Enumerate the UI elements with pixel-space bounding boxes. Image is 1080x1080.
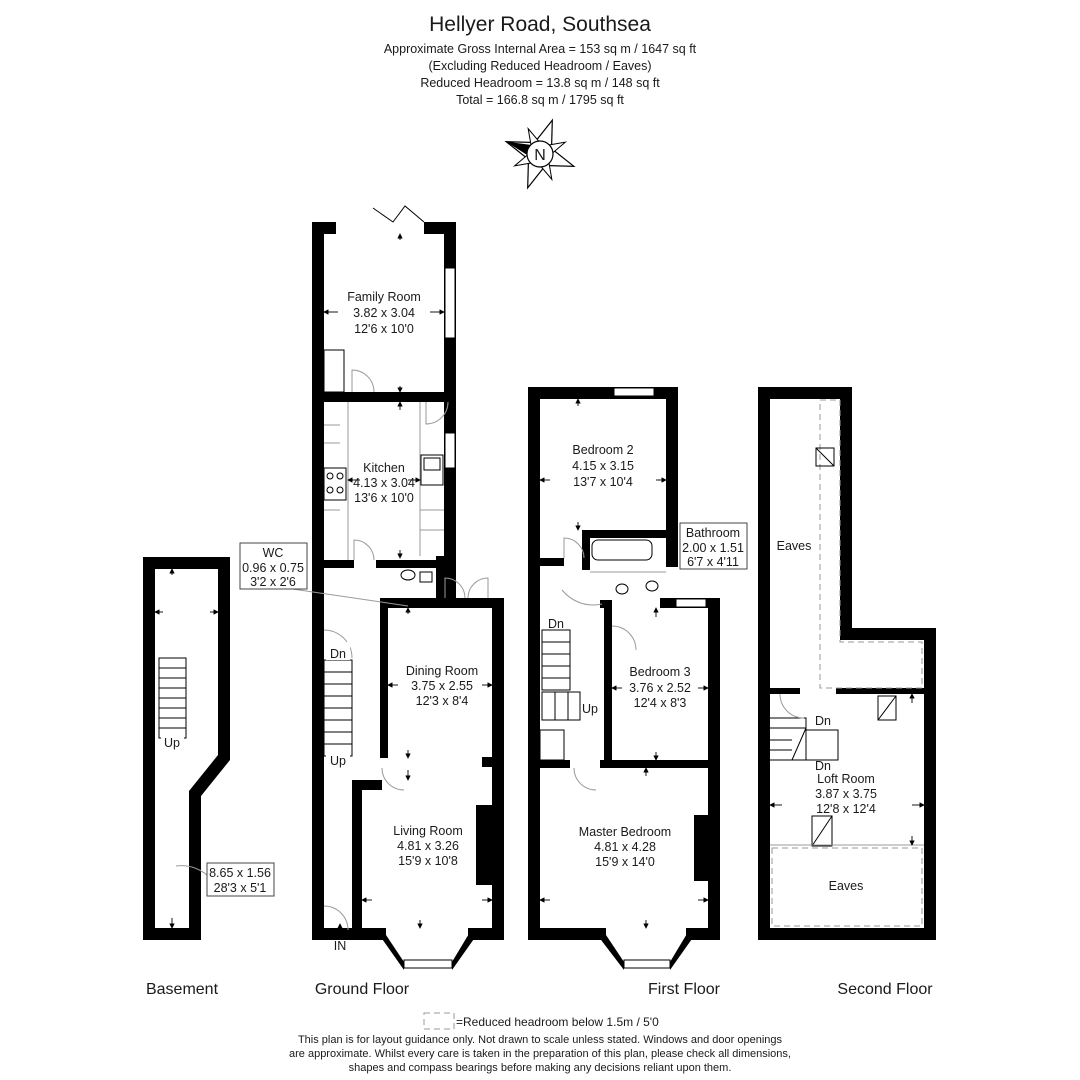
first-dn-label: Dn <box>548 617 564 631</box>
family-room-metric: 3.82 x 3.04 <box>353 306 415 320</box>
basement-dimension-metric: 8.65 x 1.56 <box>209 866 271 880</box>
master-bedroom-metric: 4.81 x 4.28 <box>594 840 656 854</box>
bedroom-2-name: Bedroom 2 <box>572 443 633 457</box>
living-room-metric: 4.81 x 3.26 <box>397 839 459 853</box>
kitchen-name: Kitchen <box>363 461 405 475</box>
living-room-name: Living Room <box>393 824 462 838</box>
second-stairs <box>770 717 839 761</box>
ground-stairs <box>323 642 353 768</box>
floor-label-basement: Basement <box>146 981 219 998</box>
disclaimer-line-1: This plan is for layout guidance only. N… <box>298 1034 783 1046</box>
family-room-imperial: 12'6 x 10'0 <box>354 322 414 336</box>
bedroom-3-imperial: 12'4 x 8'3 <box>634 696 687 710</box>
dining-room-imperial: 12'3 x 8'4 <box>416 694 469 708</box>
basement-up-label: Up <box>164 736 180 750</box>
dining-room-name: Dining Room <box>406 664 478 678</box>
first-floor-plan: Dn Up Bathroom 2.00 x 1.51 6'7 x 4'11 Be… <box>528 387 748 970</box>
bedroom-3-name: Bedroom 3 <box>629 665 690 679</box>
gross-area-text: Approximate Gross Internal Area = 153 sq… <box>384 42 697 56</box>
legend-text: =Reduced headroom below 1.5m / 5'0 <box>456 1015 659 1029</box>
wc-dimension-imperial: 3'2 x 2'6 <box>250 575 296 589</box>
floor-label-first: First Floor <box>648 981 721 998</box>
compass-icon: N <box>504 118 576 190</box>
bathroom-name: Bathroom <box>686 526 740 540</box>
first-up-label: Up <box>582 702 598 716</box>
ground-dn-label: Dn <box>330 647 346 661</box>
master-bedroom-name: Master Bedroom <box>579 825 671 839</box>
excluding-text: (Excluding Reduced Headroom / Eaves) <box>428 59 651 73</box>
compass-north-label: N <box>534 147 546 164</box>
kitchen-metric: 4.13 x 3.04 <box>353 476 415 490</box>
eaves-upper-label: Eaves <box>777 539 812 553</box>
wc-name: WC <box>263 546 284 560</box>
second-dn-label-1: Dn <box>815 714 831 728</box>
kitchen-imperial: 13'6 x 10'0 <box>354 491 414 505</box>
living-room-imperial: 15'9 x 10'8 <box>398 854 458 868</box>
family-room-name: Family Room <box>347 290 421 304</box>
eaves-lower-label: Eaves <box>829 879 864 893</box>
wc-dimension-metric: 0.96 x 0.75 <box>242 561 304 575</box>
dining-room-metric: 3.75 x 2.55 <box>411 679 473 693</box>
loft-room-name: Loft Room <box>817 772 875 786</box>
reduced-headroom-text: Reduced Headroom = 13.8 sq m / 148 sq ft <box>420 76 660 90</box>
floor-label-ground: Ground Floor <box>315 981 410 998</box>
ground-floor-plan: Dn Up IN WC 0.96 x 0.75 3'2 x 2'6 Fami <box>239 205 504 970</box>
bedroom-2-imperial: 13'7 x 10'4 <box>573 475 633 489</box>
disclaimer-line-2: are approximate. Whilst every care is ta… <box>289 1048 791 1060</box>
second-dn-label-2: Dn <box>815 759 831 773</box>
master-bedroom-imperial: 15'9 x 14'0 <box>595 855 655 869</box>
entrance-label: IN <box>334 939 347 953</box>
total-area-text: Total = 166.8 sq m / 1795 sq ft <box>456 93 624 107</box>
basement-plan: Up 8.65 x 1.56 28'3 x 5'1 <box>143 557 275 940</box>
first-stairs <box>539 629 581 761</box>
bedroom-2-metric: 4.15 x 3.15 <box>572 459 634 473</box>
reduced-headroom-swatch <box>423 1012 455 1030</box>
loft-room-metric: 3.87 x 3.75 <box>815 787 877 801</box>
basement-stairs <box>158 657 187 748</box>
bedroom-3-metric: 3.76 x 2.52 <box>629 681 691 695</box>
bathroom-metric: 2.00 x 1.51 <box>682 541 744 555</box>
header: Hellyer Road, Southsea Approximate Gross… <box>384 13 697 107</box>
second-floor-plan: Dn Dn Eaves Eaves Loft Room 3.87 x 3.75 … <box>758 387 936 940</box>
bathroom-imperial: 6'7 x 4'11 <box>687 555 739 569</box>
basement-dimension-imperial: 28'3 x 5'1 <box>214 881 267 895</box>
loft-room-imperial: 12'8 x 12'4 <box>816 802 876 816</box>
ground-up-label: Up <box>330 754 346 768</box>
plan-title: Hellyer Road, Southsea <box>429 13 651 36</box>
disclaimer-line-3: shapes and compass bearings before makin… <box>349 1062 732 1074</box>
floor-label-second: Second Floor <box>837 981 933 998</box>
